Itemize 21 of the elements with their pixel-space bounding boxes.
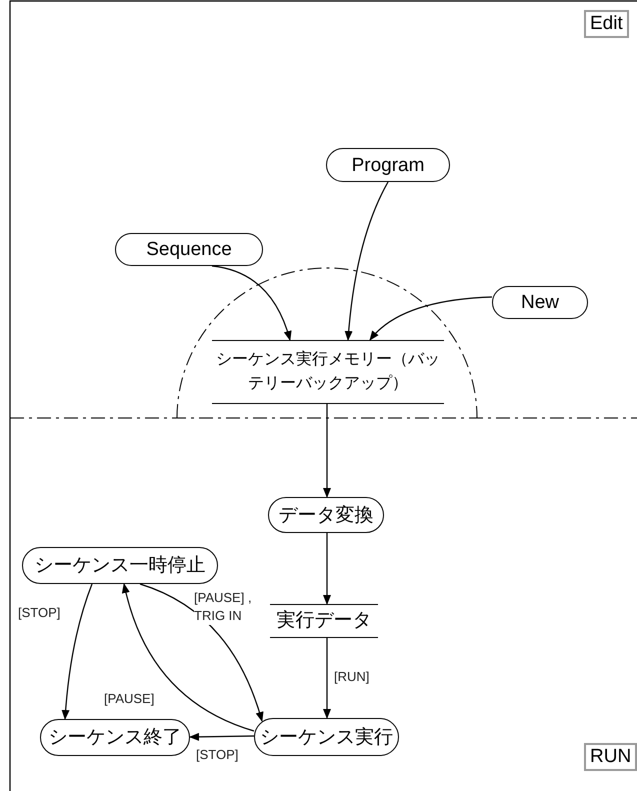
arrow	[369, 296, 492, 341]
state-pill: New	[492, 286, 588, 319]
data-store: シーケンス実行メモリー（バッテリーバックアップ）	[212, 340, 444, 404]
arrow	[122, 583, 254, 732]
arrow	[140, 583, 264, 722]
data-store: 実行データ	[270, 604, 378, 638]
arrow	[189, 732, 254, 741]
state-pill: Sequence	[115, 233, 263, 266]
mode-tag: Edit	[584, 10, 629, 38]
state-pill: Program	[326, 148, 450, 182]
state-pill: データ変換	[268, 497, 384, 533]
state-pill: シーケンス終了	[40, 719, 190, 756]
arrow	[62, 584, 93, 720]
state-pill: シーケンス一時停止	[22, 547, 218, 584]
arrow	[344, 182, 389, 341]
state-pill: シーケンス実行	[254, 718, 399, 756]
arrow	[323, 404, 331, 498]
arrow	[323, 533, 331, 605]
arrow	[323, 638, 331, 719]
arrow	[212, 265, 292, 341]
mode-tag: RUN	[584, 743, 637, 771]
